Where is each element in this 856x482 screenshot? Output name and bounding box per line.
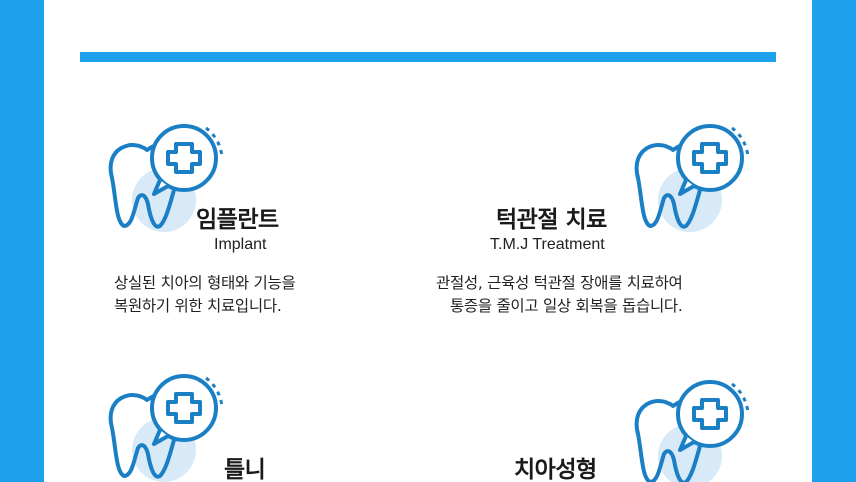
tooth-plus-icon [108,374,224,482]
service-card-implant[interactable]: 임플란트 Implant 상실된 치아의 형태와 기능을 복원하기 위한 치료입… [44,0,428,340]
service-description: 관절성, 근육성 턱관절 장애를 치료하여 통증을 줄이고 일상 회복을 돕습니… [436,272,683,318]
tooth-plus-icon [634,380,750,482]
service-subtitle: Implant [214,236,267,253]
service-card-dentures[interactable]: 틀니 [44,340,428,482]
description-line: 통증을 줄이고 일상 회복을 돕습니다. [449,297,683,315]
description-line: 복원하기 위한 치료입니다. [114,297,282,315]
section-divider-bar [80,52,776,62]
description-line: 관절성, 근육성 턱관절 장애를 치료하여 [436,274,683,292]
content-panel: 임플란트 Implant 상실된 치아의 형태와 기능을 복원하기 위한 치료입… [44,0,812,482]
description-line: 상실된 치아의 형태와 기능을 [114,274,296,292]
tooth-plus-icon [108,124,224,232]
service-title: 턱관절 치료 [496,207,607,233]
service-title: 틀니 [224,457,266,482]
service-card-tmj[interactable]: 턱관절 치료 T.M.J Treatment 관절성, 근육성 턱관절 장애를 … [428,0,812,340]
service-card-cosmetic[interactable]: 치아성형 [428,340,812,482]
service-description: 상실된 치아의 형태와 기능을 복원하기 위한 치료입니다. [114,272,296,318]
service-subtitle: T.M.J Treatment [490,236,605,253]
service-title: 치아성형 [514,457,597,482]
tooth-plus-icon [634,124,750,232]
service-title: 임플란트 [196,207,279,233]
